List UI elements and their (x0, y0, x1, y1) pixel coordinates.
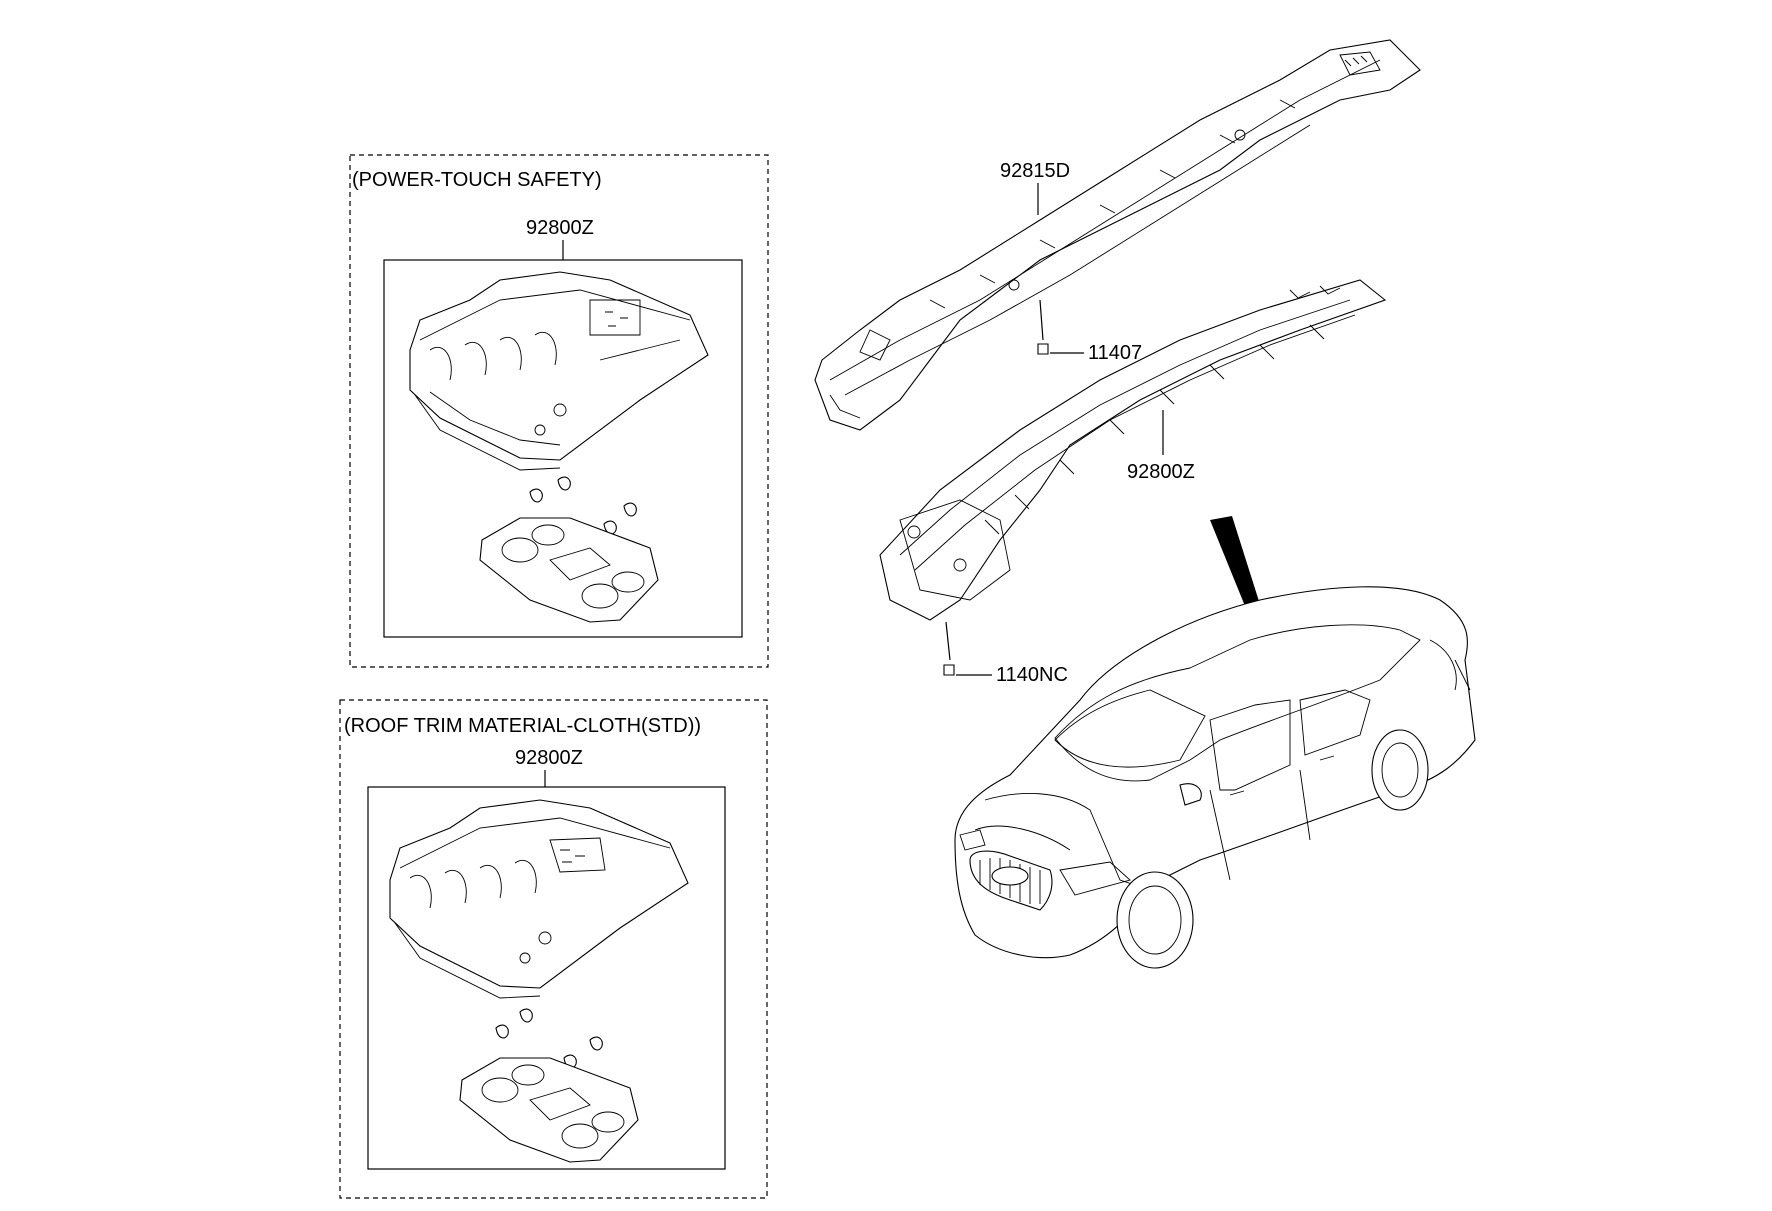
overhead-console-lamp-icon (409, 271, 709, 471)
lamp-assembly-callout: 92800Z (1127, 461, 1195, 483)
bracket-callout: 92815D (1000, 160, 1070, 182)
lens-cover-icon (459, 1057, 639, 1163)
power-touch-dashed-frame (349, 154, 769, 668)
bracket-icon (814, 39, 1421, 431)
overhead-console-lamp-icon (389, 799, 689, 999)
grille (969, 850, 1053, 911)
screw-icon (943, 621, 955, 676)
roof-trim-cloth-group: (ROOF TRIM MATERIAL-CLOTH(STD)) 92800Z (339, 699, 768, 1199)
roof-trim-inner-frame (367, 786, 726, 1170)
screw-upper-callout: 11407 (1088, 342, 1142, 364)
power-touch-inner-frame (383, 259, 743, 638)
sedan-car-icon (954, 516, 1476, 969)
clip-icon (495, 1008, 603, 1069)
screw-icon (1037, 299, 1049, 355)
roof-trim-part-number: 92800Z (515, 747, 583, 769)
power-touch-safety-group: (POWER-TOUCH SAFETY) 92800Z (349, 154, 769, 668)
power-touch-title: (POWER-TOUCH SAFETY) (352, 169, 602, 191)
overhead-lamp-assembly-icon (879, 279, 1387, 621)
roof-trim-title: (ROOF TRIM MATERIAL-CLOTH(STD)) (344, 715, 701, 737)
screw-lower-callout: 1140NC (996, 664, 1068, 686)
power-touch-part-number: 92800Z (526, 217, 594, 239)
roof-trim-dashed-frame (339, 699, 768, 1199)
lens-cover-icon (479, 517, 659, 623)
